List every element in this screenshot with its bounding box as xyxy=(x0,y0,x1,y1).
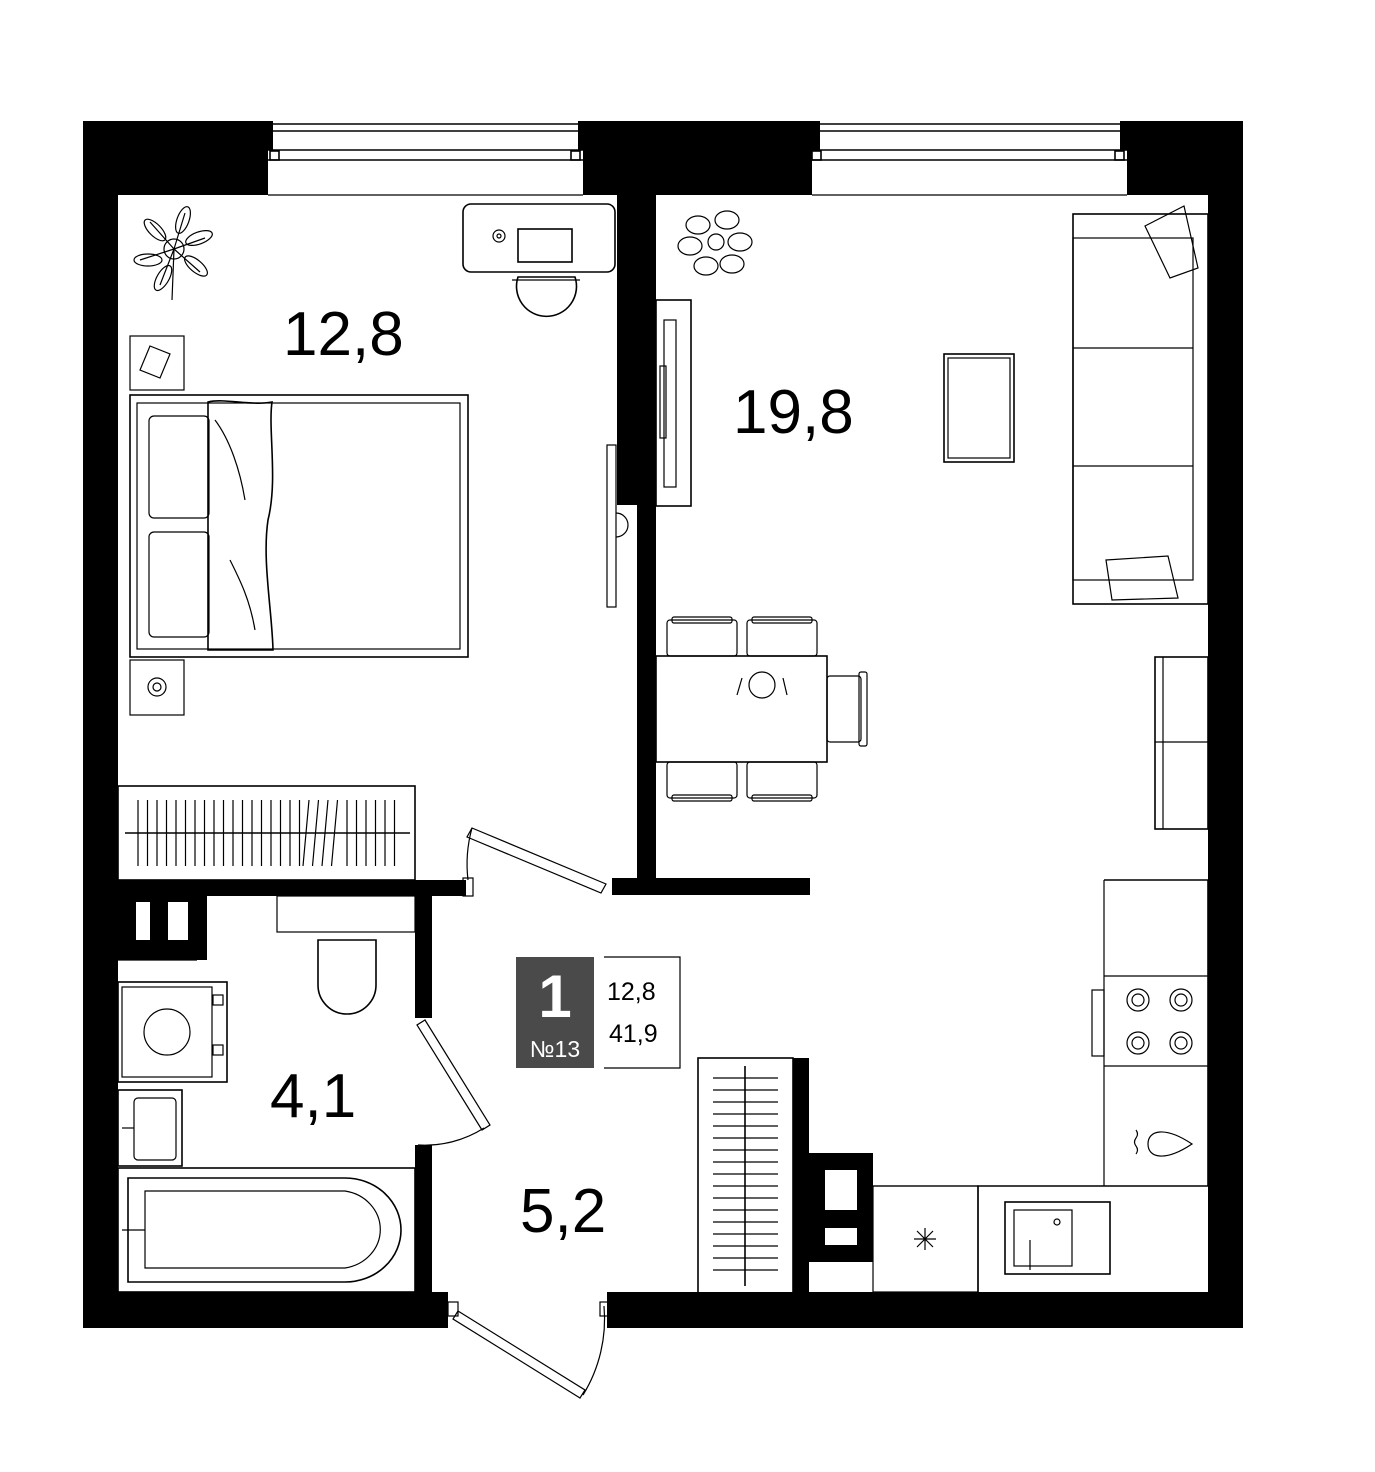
area-living-kitchen: 19,8 xyxy=(733,378,854,447)
bed xyxy=(129,394,469,658)
doors xyxy=(416,827,609,1399)
window-living xyxy=(811,123,1127,196)
info-bracket xyxy=(604,956,681,1069)
bedroom-door xyxy=(462,827,607,897)
wardrobe xyxy=(117,785,416,881)
sofa xyxy=(1072,205,1209,605)
bathroom-door xyxy=(416,1019,491,1146)
area-bathroom: 4,1 xyxy=(270,1062,356,1131)
window-bedroom xyxy=(268,123,583,196)
tv-stand xyxy=(615,299,692,538)
nightstand-bottom xyxy=(129,659,185,716)
living-area: 12,8 xyxy=(607,978,656,1006)
coffee-table xyxy=(943,353,1015,463)
rooms-badge xyxy=(516,957,594,1068)
area-hallway: 5,2 xyxy=(520,1177,606,1246)
kitchen-counter xyxy=(872,879,1209,1293)
toilet xyxy=(276,895,416,1015)
wall-mirror xyxy=(606,444,617,608)
bedroom-furniture xyxy=(117,203,617,881)
windows xyxy=(268,123,1127,196)
apartment-number: №13 xyxy=(530,1036,580,1062)
plant-icon xyxy=(133,206,213,301)
desk-with-monitor xyxy=(462,203,616,318)
living-furniture xyxy=(615,205,1209,1293)
sideboard xyxy=(1154,656,1209,830)
plant-icon xyxy=(677,210,753,276)
bathtub xyxy=(117,1167,416,1293)
bathroom-fixtures xyxy=(117,895,416,1293)
area-bedroom: 12,8 xyxy=(283,300,404,369)
washing-machine xyxy=(117,959,228,1083)
apartment-info: 1 №13 12,8 41,9 xyxy=(516,956,681,1069)
sink xyxy=(117,1089,183,1167)
total-area: 41,9 xyxy=(609,1020,658,1048)
entrance-door xyxy=(447,1301,609,1399)
dining-table xyxy=(655,616,868,802)
rooms-count: 1 xyxy=(538,963,571,1030)
hallway-furniture xyxy=(697,1057,794,1295)
walls xyxy=(83,121,1243,1328)
nightstand-top xyxy=(129,335,185,391)
room-labels: 12,8 19,8 4,1 5,2 xyxy=(270,300,854,1246)
hallway-wardrobe xyxy=(697,1057,794,1295)
